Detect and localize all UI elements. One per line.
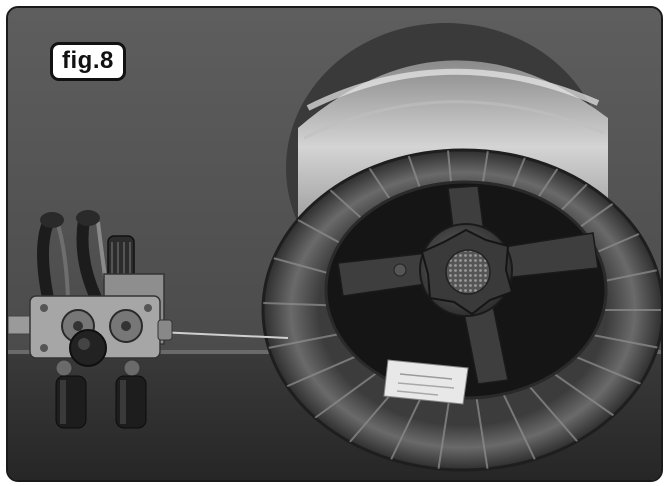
spool-paper-label xyxy=(383,359,469,405)
wire-feeder-mechanism xyxy=(8,210,173,429)
welding-wire xyxy=(157,331,289,339)
figure-label: fig.8 xyxy=(50,42,126,81)
figure-frame: fig.8 xyxy=(6,6,663,482)
wire-spool xyxy=(261,23,661,472)
wire-spool-photo xyxy=(8,8,661,480)
spool-spokes xyxy=(337,185,599,385)
